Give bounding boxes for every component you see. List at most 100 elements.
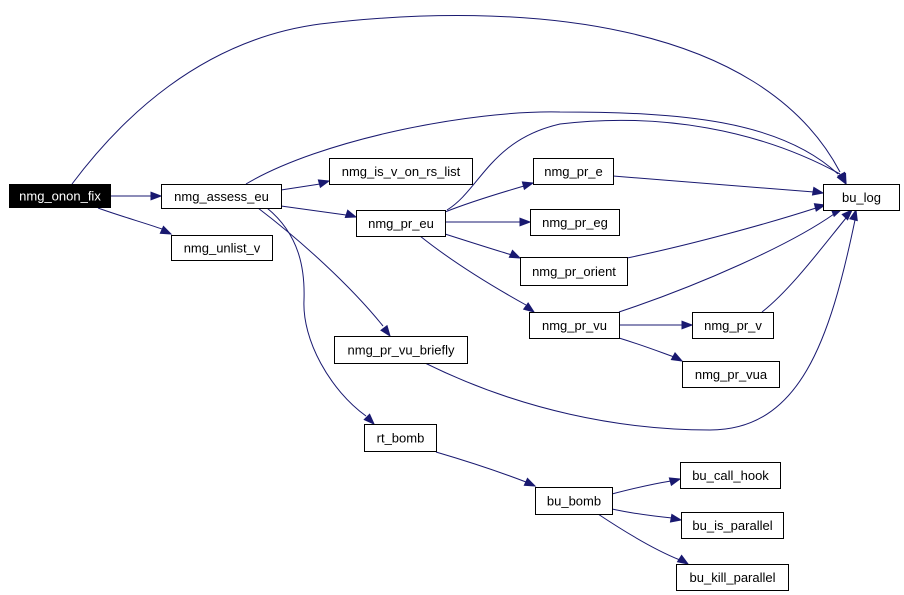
edge-nmg_onon_fix-to-nmg_assess_eu xyxy=(110,191,163,201)
edge-line xyxy=(71,15,841,185)
node-nmg-pr-vu[interactable]: nmg_pr_vu xyxy=(529,312,620,339)
node-nmg-is-v-on-rs-list[interactable]: nmg_is_v_on_rs_list xyxy=(329,158,473,185)
edge-arrowhead xyxy=(836,172,847,186)
edge-arrowhead xyxy=(519,217,532,227)
node-label: nmg_pr_v xyxy=(704,318,762,333)
edge-nmg_assess_eu-to-nmg_is_v_on_rs_list xyxy=(280,179,331,191)
node-label: bu_kill_parallel xyxy=(690,570,776,585)
node-box[interactable] xyxy=(329,158,473,185)
edge-arrowhead xyxy=(159,225,173,235)
node-box[interactable] xyxy=(823,184,900,211)
edge-arrowhead xyxy=(668,477,682,487)
node-box[interactable] xyxy=(676,564,789,591)
edge-line xyxy=(611,508,673,519)
node-box[interactable] xyxy=(681,512,784,539)
node-box[interactable] xyxy=(356,210,446,237)
node-nmg-pr-eg[interactable]: nmg_pr_eg xyxy=(530,209,620,236)
edge-arrowhead xyxy=(150,191,163,201)
node-box[interactable] xyxy=(530,209,620,236)
edge-nmg_pr_vu-to-nmg_pr_v xyxy=(619,320,694,330)
node-box[interactable] xyxy=(529,312,620,339)
edge-line xyxy=(280,205,347,216)
node-label: nmg_is_v_on_rs_list xyxy=(342,164,461,179)
edge-arrowhead xyxy=(317,179,331,189)
node-nmg-assess-eu[interactable]: nmg_assess_eu xyxy=(161,184,282,209)
node-label: nmg_pr_eg xyxy=(542,215,608,230)
node-box[interactable] xyxy=(533,158,614,185)
node-label: nmg_pr_vu_briefly xyxy=(348,343,455,358)
node-nmg-pr-vua[interactable]: nmg_pr_vua xyxy=(682,361,780,388)
edge-line xyxy=(257,207,384,327)
edge-line xyxy=(618,213,835,313)
edge-nmg_pr_v-to-bu_log xyxy=(761,209,853,313)
edge-arrowhead xyxy=(522,302,536,313)
node-label: rt_bomb xyxy=(377,431,425,446)
node-bu-is-parallel[interactable]: bu_is_parallel xyxy=(681,512,784,539)
edge-bu_bomb-to-bu_is_parallel xyxy=(611,508,683,523)
edge-arrowhead xyxy=(676,554,690,565)
edge-arrowhead xyxy=(521,181,535,191)
edge-line xyxy=(597,513,681,561)
node-nmg-pr-v[interactable]: nmg_pr_v xyxy=(692,312,774,339)
edge-nmg_pr_e-to-bu_log xyxy=(612,175,825,196)
edge-arrowhead xyxy=(523,477,537,487)
edge-arrowhead xyxy=(841,209,853,221)
node-bu-kill-parallel[interactable]: bu_kill_parallel xyxy=(676,564,789,591)
node-bu-log[interactable]: bu_log xyxy=(823,184,900,211)
node-box[interactable] xyxy=(680,462,781,489)
node-nmg-pr-e[interactable]: nmg_pr_e xyxy=(533,158,614,185)
edge-arrowhead xyxy=(811,186,825,196)
node-bu-call-hook[interactable]: bu_call_hook xyxy=(680,462,781,489)
node-nmg-pr-vu-briefly[interactable]: nmg_pr_vu_briefly xyxy=(334,336,468,364)
edge-nmg_assess_eu-to-rt_bomb xyxy=(266,207,375,425)
edge-line xyxy=(626,207,817,259)
edge-nmg_pr_eu-to-nmg_pr_orient xyxy=(444,233,522,259)
edge-arrowhead xyxy=(849,208,858,222)
edge-line xyxy=(446,119,841,211)
edge-line xyxy=(444,233,513,256)
node-label: nmg_pr_orient xyxy=(532,264,616,279)
node-box[interactable] xyxy=(364,424,437,452)
edge-bu_bomb-to-bu_kill_parallel xyxy=(597,513,690,565)
node-bu-bomb[interactable]: bu_bomb xyxy=(535,487,613,515)
node-box[interactable] xyxy=(682,361,780,388)
node-label: nmg_onon_fix xyxy=(19,189,101,204)
edge-nmg_assess_eu-to-nmg_pr_eu xyxy=(280,205,358,218)
edge-nmg_pr_eu-to-nmg_pr_vu xyxy=(419,235,536,313)
node-rt-bomb[interactable]: rt_bomb xyxy=(364,424,437,452)
node-box[interactable] xyxy=(520,257,628,286)
node-label: nmg_pr_e xyxy=(544,164,603,179)
node-box[interactable] xyxy=(9,184,111,208)
node-label: bu_is_parallel xyxy=(692,518,772,533)
edge-line xyxy=(611,480,672,495)
edge-line xyxy=(761,217,847,313)
edge-nmg_pr_eu-to-nmg_pr_e xyxy=(444,181,535,213)
edge-line xyxy=(245,111,839,185)
node-label: bu_call_hook xyxy=(692,468,769,483)
node-box[interactable] xyxy=(171,235,273,261)
node-label: bu_log xyxy=(842,190,881,205)
edge-line xyxy=(435,451,527,483)
node-label: nmg_pr_vu xyxy=(542,318,607,333)
node-nmg-onon-fix[interactable]: nmg_onon_fix xyxy=(9,184,111,208)
node-nmg-pr-eu[interactable]: nmg_pr_eu xyxy=(356,210,446,237)
edge-nmg_pr_eu-to-bu_log xyxy=(446,119,847,211)
edge-nmg_pr_vu-to-nmg_pr_vua xyxy=(618,337,684,362)
node-box[interactable] xyxy=(161,184,282,209)
edge-line xyxy=(280,183,321,191)
edge-rt_bomb-to-bu_bomb xyxy=(435,451,537,487)
node-label: nmg_unlist_v xyxy=(184,241,261,256)
node-nmg-pr-orient[interactable]: nmg_pr_orient xyxy=(520,257,628,286)
node-box[interactable] xyxy=(334,336,468,364)
node-box[interactable] xyxy=(535,487,613,515)
node-label: nmg_pr_eu xyxy=(368,216,434,231)
edge-nmg_pr_orient-to-bu_log xyxy=(626,203,827,259)
node-nmg-unlist-v[interactable]: nmg_unlist_v xyxy=(171,235,273,261)
edge-arrowhead xyxy=(813,203,827,212)
node-box[interactable] xyxy=(692,312,774,339)
edge-arrowhead xyxy=(380,324,391,338)
edge-line xyxy=(424,219,856,431)
edge-line xyxy=(266,207,367,417)
